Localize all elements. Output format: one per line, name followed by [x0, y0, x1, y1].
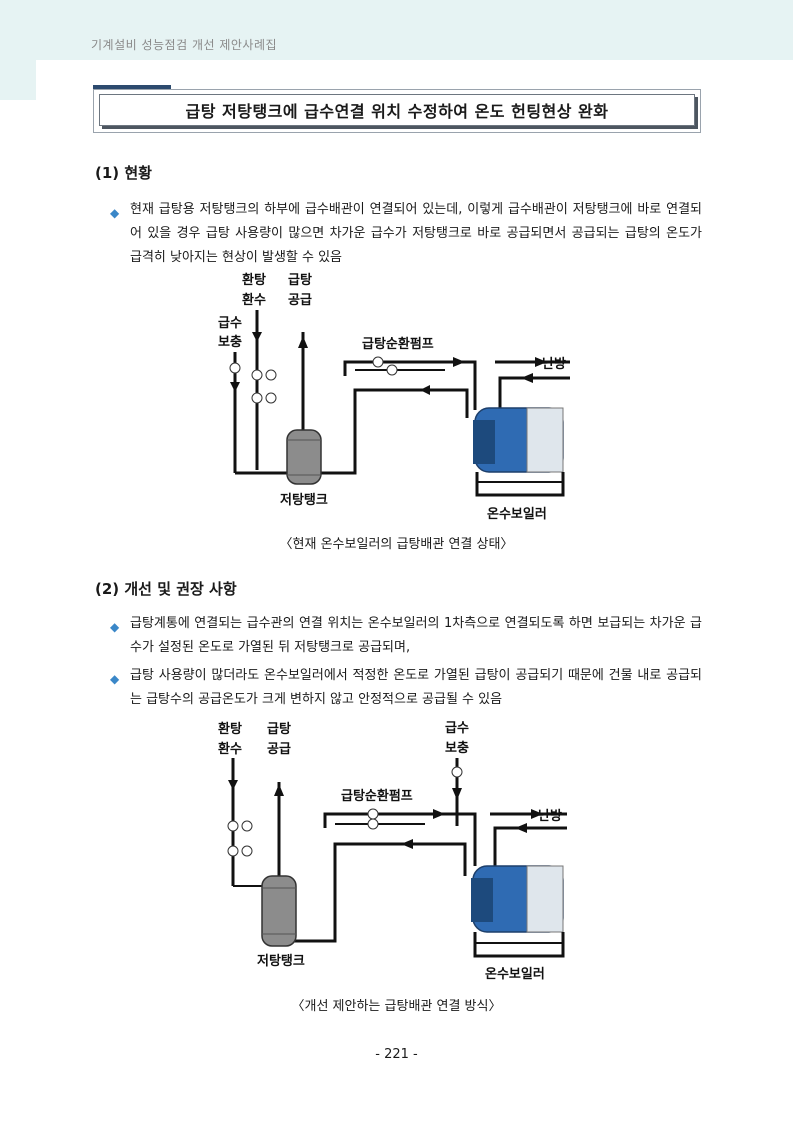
label-tank: 저탕탱크	[257, 953, 305, 969]
diamond-bullet-icon: ◆	[110, 672, 120, 686]
valve-icon	[265, 369, 277, 381]
label-pump: 급탕순환펌프	[362, 336, 434, 352]
label-tank: 저탕탱크	[280, 492, 328, 508]
running-title: 기계설비 성능점검 개선 제안사례집	[91, 38, 278, 52]
arrow-heating-out-icon	[521, 373, 533, 383]
bullet-text: 급탕계통에 연결되는 급수관의 연결 위치는 온수보일러의 1차측으로 연결되도…	[130, 616, 702, 655]
label-makeup-1: 급수	[445, 721, 469, 736]
label-heating: 난방	[538, 808, 562, 824]
arrow-return-icon	[228, 780, 238, 790]
valve-icon	[251, 369, 263, 381]
label-pump: 급탕순환펌프	[341, 788, 413, 804]
pipe-tank-to-boiler	[279, 842, 467, 943]
diagram-current: 환탕 환수 급탕 공급 급수 보충 급탕순환펌프 난방 저탕탱크 온수보일러	[218, 272, 570, 522]
label-makeup-2: 보충	[445, 740, 469, 756]
boiler	[473, 407, 565, 497]
pipe-heating-out	[493, 826, 567, 866]
label-boiler: 온수보일러	[487, 506, 547, 522]
header-band	[0, 0, 793, 60]
title-inner-frame: 급탕 저탕탱크에 급수연결 위치 수정하여 온도 헌팅현상 완화	[99, 94, 695, 126]
section-heading-improvement: (2) 개선 및 권장 사항	[95, 580, 237, 598]
header-side-tab	[0, 60, 36, 100]
title-accent-bar	[93, 85, 171, 90]
valve-icon	[241, 820, 253, 832]
label-return-1: 환탕	[242, 272, 266, 288]
label-return-2: 환수	[218, 741, 242, 757]
check-valve-icon	[451, 766, 463, 778]
caption-figure-1: 〈현재 온수보일러의 급탕배관 연결 상태〉	[279, 537, 514, 552]
storage-tank	[261, 875, 297, 947]
check-valve-icon	[229, 362, 241, 374]
arrow-makeup-icon	[230, 382, 240, 392]
arrow-makeup-icon	[452, 788, 462, 800]
pipe-pump-line	[343, 360, 477, 410]
arrow-supply-icon	[298, 336, 308, 348]
arrow-heating-out-icon	[515, 823, 527, 833]
pipe-tank-to-boiler	[235, 388, 426, 475]
label-makeup-1: 급수	[218, 316, 242, 331]
bullet-current-1: ◆ 현재 급탕용 저탕탱크의 하부에 급수배관이 연결되어 있는데, 이렇게 급…	[110, 198, 702, 270]
pipe-pump-line	[323, 812, 477, 866]
pump-icon	[386, 364, 398, 376]
diamond-bullet-icon: ◆	[110, 206, 120, 220]
label-return-2: 환수	[242, 292, 266, 308]
boiler	[471, 865, 565, 958]
label-boiler: 온수보일러	[485, 966, 545, 982]
arrow-heating-in-icon	[531, 809, 543, 819]
bullet-text: 현재 급탕용 저탕탱크의 하부에 급수배관이 연결되어 있는데, 이렇게 급수배…	[130, 202, 702, 265]
diamond-bullet-icon: ◆	[110, 620, 120, 634]
arrow-heating-in-icon	[535, 357, 547, 367]
pump-icon	[227, 845, 239, 857]
page-title: 급탕 저탕탱크에 급수연결 위치 수정하여 온도 헌팅현상 완화	[185, 102, 609, 121]
pipe-heating-out	[498, 376, 570, 410]
label-makeup-2: 보충	[218, 334, 242, 350]
bullet-text: 급탕 사용량이 많더라도 온수보일러에서 적정한 온도로 가열된 급탕이 공급되…	[130, 668, 702, 707]
storage-tank	[286, 429, 322, 485]
arrow-return-flow-icon	[420, 385, 430, 395]
label-supply-2: 공급	[267, 742, 291, 757]
valve-icon	[227, 820, 239, 832]
label-supply-1: 급탕	[288, 272, 312, 288]
label-return-1: 환탕	[218, 721, 242, 737]
pump-icon	[367, 818, 379, 830]
arrow-supply-icon	[274, 784, 284, 796]
page-number: - 221 -	[375, 1047, 418, 1062]
bullet-improvement-2: ◆ 급탕 사용량이 많더라도 온수보일러에서 적정한 온도로 가열된 급탕이 공…	[110, 664, 702, 712]
label-supply-1: 급탕	[267, 721, 291, 737]
title-outer-frame	[93, 89, 701, 133]
arrow-pump-flow-icon	[433, 809, 445, 819]
pipe-to-boiler	[426, 388, 469, 418]
label-supply-2: 공급	[288, 293, 312, 308]
pump-icon	[367, 808, 379, 820]
arrow-pump-flow-icon	[453, 357, 465, 367]
pump-icon	[372, 356, 384, 368]
arrow-return-flow-icon	[401, 839, 413, 849]
pump-icon	[241, 845, 253, 857]
arrow-return-icon	[252, 332, 262, 342]
section-heading-current: (1) 현황	[95, 164, 152, 182]
pump-icon	[265, 392, 277, 404]
pump-icon	[251, 392, 263, 404]
diagram-improved: 환탕 환수 급탕 공급 급수 보충 급탕순환펌프 난방 저탕탱크 온수보일러	[218, 721, 567, 982]
bullet-improvement-1: ◆ 급탕계통에 연결되는 급수관의 연결 위치는 온수보일러의 1차측으로 연결…	[110, 612, 702, 660]
title-box: 급탕 저탕탱크에 급수연결 위치 수정하여 온도 헌팅현상 완화	[93, 85, 701, 133]
caption-figure-2: 〈개선 제안하는 급탕배관 연결 방식〉	[291, 999, 502, 1014]
label-heating: 난방	[542, 356, 566, 372]
